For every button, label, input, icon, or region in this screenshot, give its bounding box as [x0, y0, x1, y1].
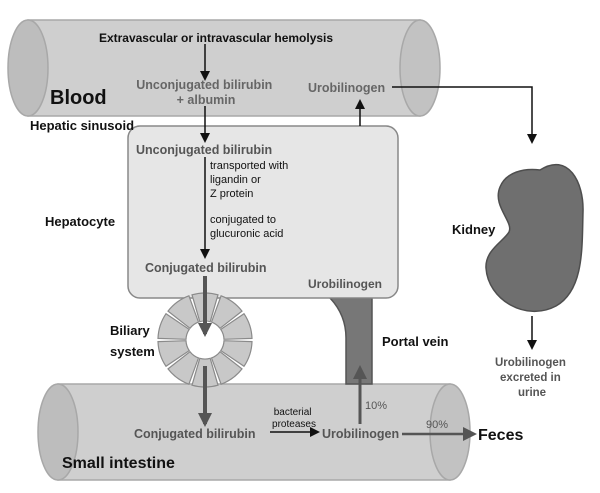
feces-label: Feces — [478, 427, 523, 444]
biliary-segment — [219, 340, 253, 368]
hepatocyte-label: Hepatocyte — [45, 214, 115, 229]
biliary-segment — [219, 312, 253, 340]
feces-percent-label: 90% — [426, 419, 448, 431]
blood-label: Blood — [50, 87, 107, 109]
bacterial-proteases-note: bacterial proteases — [272, 407, 316, 430]
blood-to-kidney-arrow — [392, 86, 537, 144]
kidney-label: Kidney — [452, 222, 496, 237]
biliary-segment — [210, 350, 243, 385]
hepatocyte-box — [127, 125, 399, 299]
conjugated-bilirubin-liver-label: Conjugated bilirubin — [145, 261, 267, 275]
unconjugated-bilirubin-label: Unconjugated bilirubin — [136, 143, 272, 157]
urobilinogen-blood-label: Urobilinogen — [308, 81, 385, 95]
urine-excretion-label: Urobilinogen excreted in urine — [495, 357, 569, 399]
portal-vein — [328, 297, 373, 385]
conjugated-bilirubin-gut-label: Conjugated bilirubin — [134, 427, 256, 441]
unconjugated-albumin-label: Unconjugated bilirubin + albumin — [136, 78, 276, 107]
biliary-segment — [157, 312, 191, 340]
biliary-segment — [210, 295, 243, 330]
biliary-segment — [157, 340, 191, 368]
small-intestine-tube — [37, 383, 471, 481]
conjugation-note: conjugated to glucuronic acid — [210, 214, 283, 240]
hepatic-sinusoid-label: Hepatic sinusoid — [30, 118, 134, 133]
blood-vessel — [7, 19, 441, 117]
kidney-shape — [485, 163, 584, 312]
hemolysis-label: Extravascular or intravascular hemolysis — [99, 31, 333, 45]
small-intestine-label: Small intestine — [62, 455, 175, 472]
biliary-system-ring — [157, 292, 253, 388]
portal-vein-label: Portal vein — [382, 334, 449, 349]
transport-note: transported with ligandin or Z protein — [210, 160, 291, 200]
urobilinogen-liver-label: Urobilinogen — [308, 277, 382, 291]
biliary-system-label: Biliary system — [110, 323, 155, 359]
urobilinogen-gut-label: Urobilinogen — [322, 427, 399, 441]
biliary-segment — [167, 295, 200, 330]
portal-percent-label: 10% — [365, 400, 387, 412]
biliary-segment — [167, 350, 200, 385]
